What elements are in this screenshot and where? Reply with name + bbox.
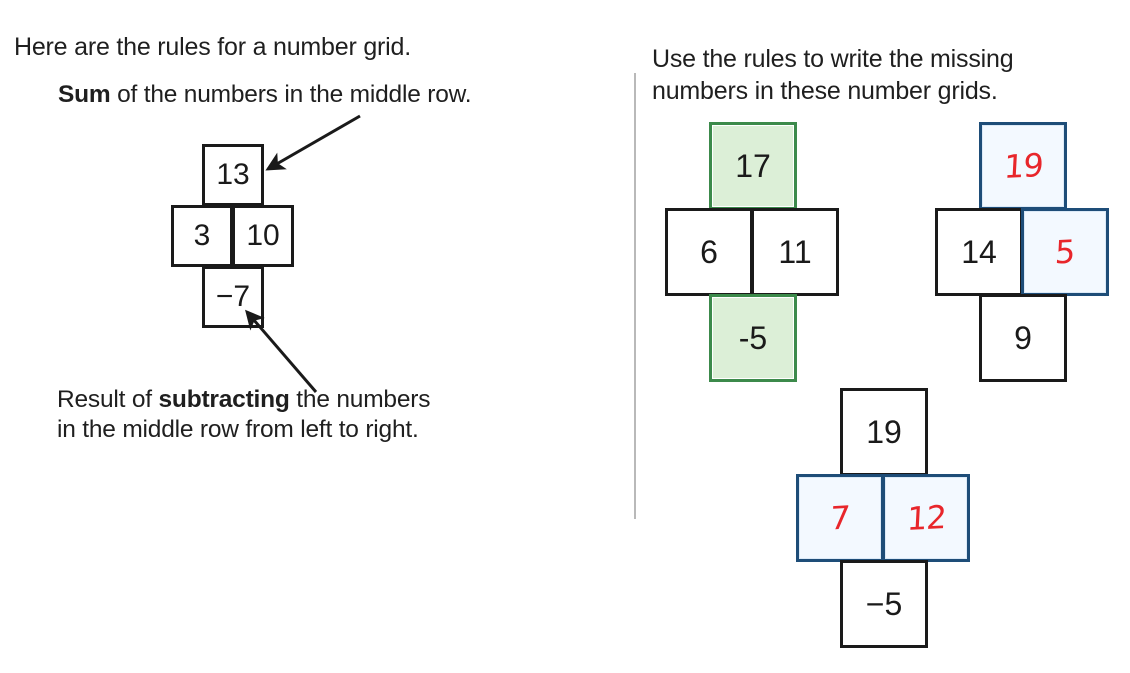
grid-two-cell-left-value: 14	[961, 234, 997, 270]
grid-three-cell-bottom-value: −5	[865, 586, 903, 622]
grid-one-cell-top-value: 17	[735, 148, 771, 184]
lead-text: Here are the rules for a number grid.	[14, 33, 411, 61]
rule-sum-text: Sum of the numbers in the middle row.	[58, 80, 618, 110]
rule-subtract-pre: Result of	[57, 386, 159, 413]
example-cell-left: 3	[171, 205, 233, 267]
example-cell-right: 10	[232, 205, 294, 267]
grid-two-cell-right[interactable]: 5	[1021, 208, 1109, 296]
arrow-to-top-cell-icon	[265, 114, 361, 171]
grid-two-cell-left[interactable]: 14	[935, 208, 1023, 296]
grid-one-cell-left[interactable]: 6	[665, 208, 753, 296]
grid-three-cell-right[interactable]: 12	[882, 474, 970, 562]
rule-sum-rest: of the numbers in the middle row.	[110, 81, 472, 108]
grid-two-cell-top-value: 19	[1002, 146, 1044, 186]
example-number-grid: 13 3 10 −7	[171, 144, 294, 334]
grid-two: 19 14 5 9	[935, 122, 1111, 384]
example-cell-top: 13	[202, 144, 264, 206]
grid-one-cell-left-value: 6	[700, 234, 718, 270]
grid-three: 19 7 12 −5	[796, 388, 972, 650]
example-cell-top-value: 13	[216, 158, 250, 191]
grid-three-cell-bottom[interactable]: −5	[840, 560, 928, 648]
grid-three-cell-right-value: 12	[905, 498, 947, 538]
rule-subtract-post: the numbers	[289, 386, 431, 413]
grid-three-cell-left-value: 7	[829, 498, 851, 538]
grid-two-cell-top[interactable]: 19	[979, 122, 1067, 210]
grid-one-cell-right[interactable]: 11	[751, 208, 839, 296]
grid-two-cell-bottom-value: 9	[1014, 320, 1032, 356]
grid-one-cell-right-value: 11	[778, 234, 812, 270]
grid-three-cell-top[interactable]: 19	[840, 388, 928, 476]
grid-two-cell-bottom[interactable]: 9	[979, 294, 1067, 382]
grid-one-cell-bottom-value: -5	[738, 320, 768, 356]
vertical-divider	[634, 73, 636, 519]
grid-three-cell-left[interactable]: 7	[796, 474, 884, 562]
instruction-line-2: numbers in these number grids.	[652, 77, 998, 105]
grid-one-cell-bottom[interactable]: -5	[709, 294, 797, 382]
grid-three-cell-top-value: 19	[866, 414, 902, 450]
rule-subtract-line2: in the middle row from left to right.	[57, 415, 419, 443]
example-cell-bottom: −7	[202, 266, 264, 328]
instruction-line-1: Use the rules to write the missing	[652, 45, 1014, 73]
example-cell-right-value: 10	[246, 219, 280, 252]
grid-one: 17 6 11 -5	[665, 122, 841, 384]
rule-subtract-keyword: subtracting	[158, 386, 290, 413]
rule-sum-keyword: Sum	[58, 81, 111, 108]
grid-two-cell-right-value: 5	[1054, 232, 1076, 272]
example-cell-bottom-value: −7	[215, 280, 251, 313]
grid-one-cell-top[interactable]: 17	[709, 122, 797, 210]
example-cell-left-value: 3	[193, 219, 211, 252]
